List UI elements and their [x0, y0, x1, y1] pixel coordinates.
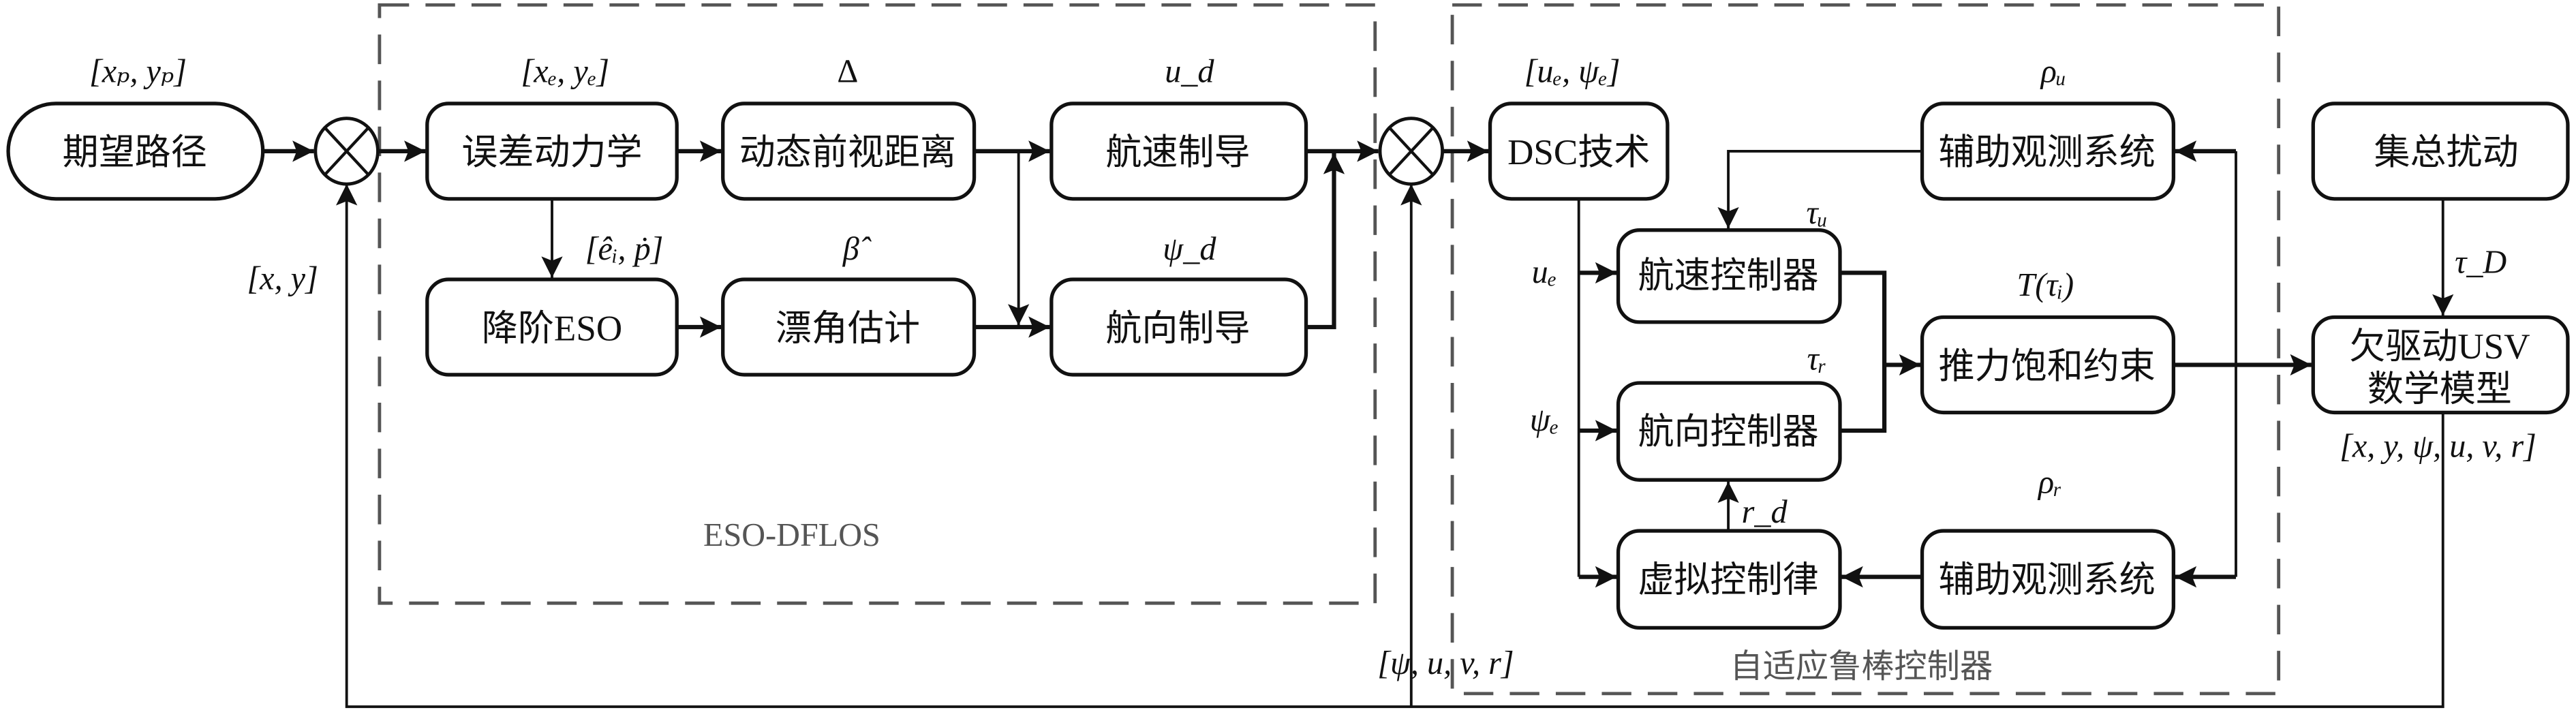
label-state-vector: [x, y, ψ, u, v, r] [2340, 429, 2536, 465]
block-drift-estimation: 漂角估计 [721, 277, 977, 377]
svg-text:辅助观测系统: 辅助观测系统 [1939, 133, 2156, 172]
controller-group-frame [1450, 3, 2281, 696]
summing-junction-1 [313, 117, 380, 186]
block-thrust-saturation: 推力饱和约束 [1920, 315, 2176, 415]
label-beta-hat: β̂ [842, 231, 872, 267]
block-reduced-eso: 降阶ESO [425, 277, 679, 377]
svg-text:期望路径: 期望路径 [63, 133, 207, 172]
block-speed-controller: 航速控制器 [1616, 228, 1842, 324]
block-dsc: DSC技术 [1488, 102, 1670, 201]
wire-rho-u [1717, 149, 1922, 229]
label-tau-d: τ_D [2455, 244, 2506, 280]
svg-text:漂角估计: 漂角估计 [776, 309, 920, 348]
label-ue-psie: [uₑ, ψₑ] [1524, 54, 1621, 90]
svg-text:降阶ESO: 降阶ESO [482, 309, 622, 348]
svg-text:推力饱和约束: 推力饱和约束 [1939, 347, 2156, 386]
label-ue: uₑ [1532, 254, 1557, 290]
block-heading-controller: 航向控制器 [1616, 381, 1842, 482]
svg-text:集总扰动: 集总扰动 [2374, 133, 2518, 172]
block-aux-observer-u: 辅助观测系统 [1920, 102, 2176, 201]
block-error-dynamics: 误差动力学 [425, 102, 679, 201]
label-ud: u_d [1165, 54, 1214, 90]
guidance-group-title: ESO-DFLOS [703, 517, 880, 553]
summing-junction-2 [1378, 117, 1445, 186]
label-xp-yp: [xₚ, yₚ] [89, 54, 187, 90]
svg-text:航速制导: 航速制导 [1105, 133, 1250, 172]
label-tau-u: τᵤ [1807, 195, 1828, 231]
block-usv-model: 欠驱动USV 数学模型 [2311, 315, 2570, 415]
block-speed-guidance: 航速制导 [1049, 102, 1308, 201]
block-lumped-disturbance: 集总扰动 [2311, 102, 2570, 201]
wire-heading-to-sum [1306, 153, 1345, 330]
svg-text:误差动力学: 误差动力学 [461, 133, 642, 172]
label-rd: r_d [1742, 494, 1788, 530]
wire-tau-r [1840, 365, 1887, 433]
label-tau-r: τᵣ [1807, 341, 1827, 377]
label-delta: Δ [837, 54, 858, 90]
svg-text:DSC技术: DSC技术 [1507, 133, 1650, 172]
block-aux-observer-r: 辅助观测系统 [1920, 529, 2176, 630]
label-psi-e: ψₑ [1530, 402, 1559, 438]
svg-text:航速控制器: 航速控制器 [1638, 256, 1818, 296]
svg-text:辅助观测系统: 辅助观测系统 [1939, 560, 2156, 600]
svg-text:动态前视距离: 动态前视距离 [739, 133, 956, 172]
label-rho-u: ρᵤ [2040, 54, 2066, 90]
guidance-group-frame [378, 3, 1377, 605]
label-ei-p: [êᵢ, ṗ] [585, 231, 664, 267]
block-desired-path: 期望路径 [6, 102, 265, 201]
wire-tau-u [1840, 271, 1887, 365]
block-dynamic-lookahead: 动态前视距离 [721, 102, 977, 201]
label-psi-d: ψ_d [1163, 231, 1216, 267]
svg-text:航向制导: 航向制导 [1105, 309, 1250, 348]
wire-feedback-xy [335, 184, 2444, 709]
label-psi-u-v-r: [ψ, u, v, r] [1377, 645, 1514, 681]
block-virtual-control: 虚拟控制律 [1616, 529, 1842, 630]
label-x-y: [x, y] [247, 261, 318, 297]
svg-text:航向控制器: 航向控制器 [1638, 412, 1818, 452]
block-heading-guidance: 航向制导 [1049, 277, 1308, 377]
label-T-tau: T(τᵢ) [2017, 267, 2074, 303]
label-xe-ye: [xₑ, yₑ] [521, 54, 609, 90]
label-rho-r: ρᵣ [2037, 465, 2062, 501]
svg-text:欠驱动USV: 欠驱动USV [2349, 327, 2530, 367]
svg-text:虚拟控制律: 虚拟控制律 [1638, 560, 1818, 600]
svg-text:数学模型: 数学模型 [2367, 370, 2512, 410]
controller-group-title: 自适应鲁棒控制器 [1730, 649, 1993, 685]
